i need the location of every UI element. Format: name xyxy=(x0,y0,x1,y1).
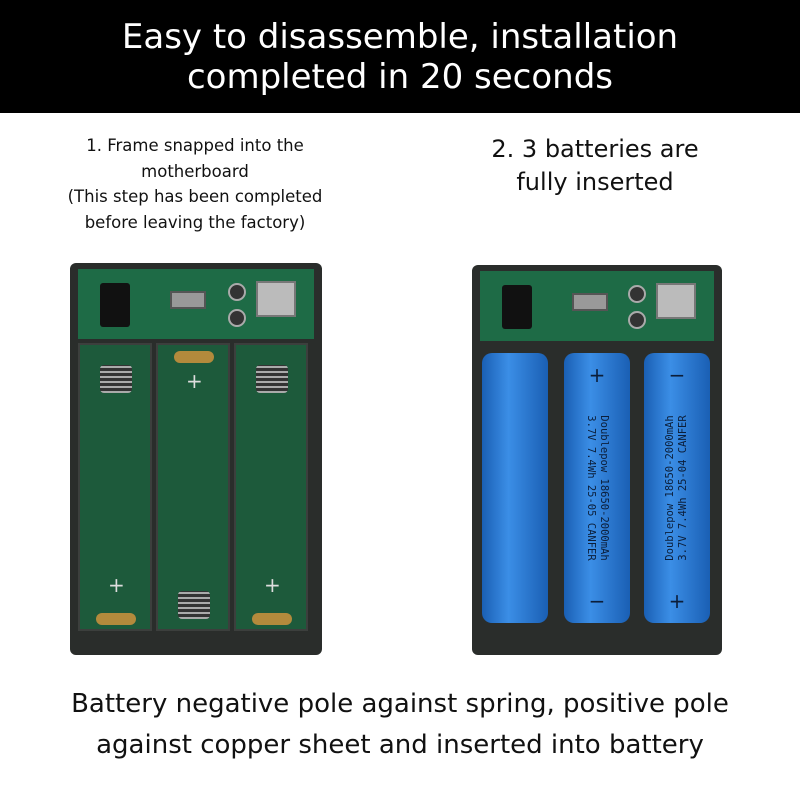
battery xyxy=(482,353,548,623)
battery-label: Doublepow 18650-2000mAh 3.7V 7.4Wh 25-05… xyxy=(584,415,610,560)
step-2-line: 2. 3 batteries are xyxy=(491,135,699,163)
circuit-board xyxy=(480,271,714,341)
footer-line-2: against copper sheet and inserted into b… xyxy=(96,730,704,760)
negative-mark: − xyxy=(668,363,686,387)
step-1-line: before leaving the factory) xyxy=(84,212,306,232)
dc-jack xyxy=(100,283,130,327)
step-1-line: (This step has been completed xyxy=(67,187,323,206)
empty-battery-holder: + + + xyxy=(70,263,322,655)
capacitor xyxy=(228,309,246,327)
plus-mark: + xyxy=(186,369,203,393)
capacitor xyxy=(228,283,246,301)
dc-jack xyxy=(502,285,532,329)
usb-port xyxy=(656,283,696,319)
battery-slot: + xyxy=(234,343,308,631)
positive-mark: + xyxy=(668,589,686,613)
copper-contact xyxy=(96,613,136,625)
footer-line-1: Battery negative pole against spring, po… xyxy=(71,689,729,719)
footer-caption: Battery negative pole against spring, po… xyxy=(0,684,800,766)
step-1-caption: 1. Frame snapped into the motherboard (T… xyxy=(40,133,350,235)
battery-label-line: 3.7V 7.4Wh 25-04 CANFER xyxy=(677,415,689,561)
positive-mark: + xyxy=(588,363,606,387)
copper-contact xyxy=(174,351,214,363)
battery-label-line: Doublepow 18650-2000mAh xyxy=(664,415,676,561)
usb-port xyxy=(256,281,296,317)
battery-slot: + xyxy=(78,343,152,631)
spring-contact xyxy=(256,365,288,393)
circuit-board xyxy=(78,269,314,339)
battery-label: Doublepow 18650-2000mAh 3.7V 7.4Wh 25-04… xyxy=(664,415,690,560)
battery-label-line: Doublepow 18650-2000mAh xyxy=(598,415,610,561)
capacitor xyxy=(628,285,646,303)
copper-contact xyxy=(252,613,292,625)
plus-mark: + xyxy=(108,573,125,597)
battery: − Doublepow 18650-2000mAh 3.7V 7.4Wh 25-… xyxy=(644,353,710,623)
header-banner: Easy to disassemble, installation comple… xyxy=(0,0,800,113)
step-2-caption: 2. 3 batteries are fully inserted xyxy=(440,133,750,199)
header-line-2: completed in 20 seconds xyxy=(186,57,614,97)
step-1-line: motherboard xyxy=(141,161,249,181)
negative-mark: − xyxy=(588,589,606,613)
step-1-line: 1. Frame snapped into the xyxy=(86,136,304,155)
header-line-1: Easy to disassemble, installation xyxy=(121,17,679,57)
battery: + Doublepow 18650-2000mAh 3.7V 7.4Wh 25-… xyxy=(564,353,630,623)
battery-slot: + xyxy=(156,343,230,631)
spring-contact xyxy=(178,591,210,619)
loaded-battery-holder: + Doublepow 18650-2000mAh 3.7V 7.4Wh 25-… xyxy=(472,265,722,655)
spring-contact xyxy=(100,365,132,393)
plus-mark: + xyxy=(264,573,281,597)
capacitor xyxy=(628,311,646,329)
step-2-line: fully inserted xyxy=(516,168,674,196)
power-switch xyxy=(170,291,206,309)
battery-label-line: 3.7V 7.4Wh 25-05 CANFER xyxy=(585,415,597,561)
power-switch xyxy=(572,293,608,311)
